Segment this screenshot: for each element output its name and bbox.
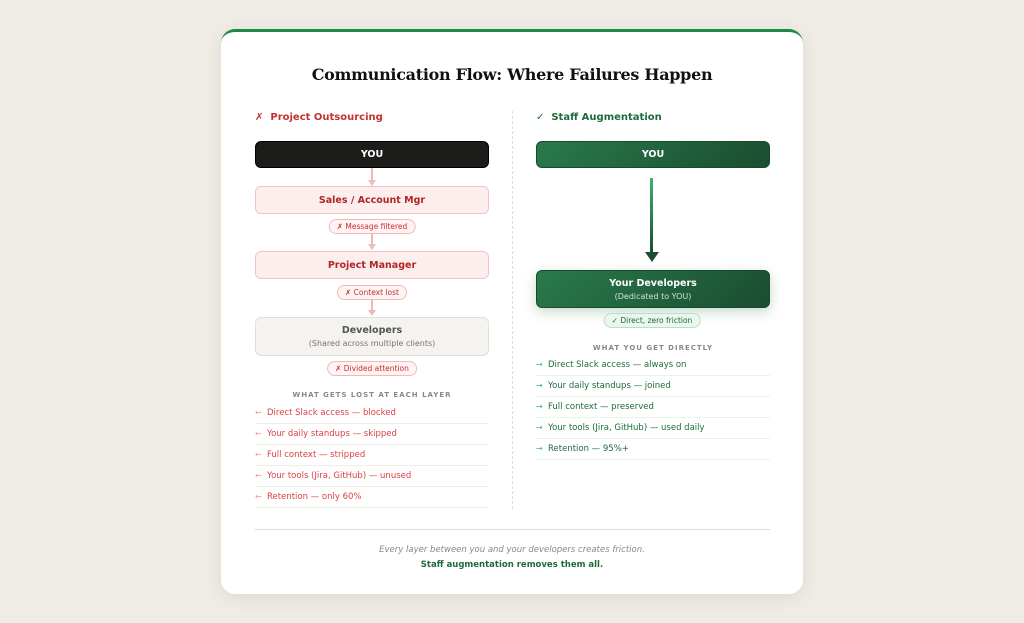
check-icon: ✓ <box>536 112 545 123</box>
developers-label: Developers <box>341 325 403 336</box>
arrow-right-icon: → <box>536 423 543 432</box>
item-text: Direct Slack access — always on <box>548 360 687 370</box>
right-heading: ✓ Staff Augmentation <box>536 112 662 123</box>
connector <box>371 168 373 180</box>
footer-note: Every layer between you and your develop… <box>379 545 645 555</box>
project-manager-node: Project Manager <box>255 251 489 279</box>
x-icon: ✗ <box>255 112 264 123</box>
item-text: Retention — 95%+ <box>548 444 629 454</box>
badge-divided-attention: ✗ Divided attention <box>327 361 417 376</box>
item-text: Full context — stripped <box>267 450 366 460</box>
arrow-right-icon: → <box>536 402 543 411</box>
item-text: Direct Slack access — blocked <box>267 408 396 418</box>
arrow-down-icon <box>368 244 376 250</box>
arrow-left-icon: ← <box>255 429 262 438</box>
developers-sub: (Shared across multiple clients) <box>308 339 436 348</box>
badge-context-lost: ✗ Context lost <box>337 285 407 300</box>
left-heading-label: Project Outsourcing <box>270 112 383 123</box>
arrow-down-icon <box>368 310 376 316</box>
item-text: Your tools (Jira, GitHub) — unused <box>267 471 412 481</box>
arrow-right-icon: → <box>536 360 543 369</box>
item-text: Your daily standups — joined <box>548 381 671 391</box>
you-node-left: YOU <box>255 141 489 168</box>
connector <box>371 234 373 245</box>
lost-list: ← Direct Slack access — blocked ← Your dai… <box>255 403 489 508</box>
arrow-left-icon: ← <box>255 450 262 459</box>
developers-node: Developers (Shared across multiple clien… <box>255 317 489 356</box>
footer-conclusion: Staff augmentation removes them all. <box>420 560 604 570</box>
connector <box>371 300 373 311</box>
list-item: → Your daily standups — joined <box>536 376 770 397</box>
list-item: → Direct Slack access — always on <box>536 355 770 376</box>
list-item: → Full context — preserved <box>536 397 770 418</box>
you-node-right: YOU <box>536 141 770 168</box>
item-text: Your tools (Jira, GitHub) — used daily <box>548 423 705 433</box>
gain-list: → Direct Slack access — always on → Your d… <box>536 355 770 460</box>
page-title: Communication Flow: Where Failures Happe… <box>311 65 713 84</box>
arrow-left-icon: ← <box>255 471 262 480</box>
arrow-down-icon <box>368 180 376 186</box>
sales-node: Sales / Account Mgr <box>255 186 489 214</box>
list-item: → Retention — 95%+ <box>536 439 770 460</box>
list-item: ← Retention — only 60% <box>255 487 489 508</box>
list-item: ← Full context — stripped <box>255 445 489 466</box>
item-text: Your daily standups — skipped <box>267 429 397 439</box>
arrow-right-icon: → <box>536 381 543 390</box>
badge-message-filtered: ✗ Message filtered <box>328 219 416 234</box>
list-item: ← Direct Slack access — blocked <box>255 403 489 424</box>
comparison-card: Communication Flow: Where Failures Happe… <box>221 29 803 594</box>
badge-direct: ✓ Direct, zero friction <box>603 313 701 328</box>
footer-divider <box>255 529 770 530</box>
arrow-left-icon: ← <box>255 408 262 417</box>
list-item: ← Your daily standups — skipped <box>255 424 489 445</box>
direct-connector <box>650 178 653 254</box>
your-developers-node: Your Developers (Dedicated to YOU) <box>536 270 770 308</box>
list-item: ← Your tools (Jira, GitHub) — unused <box>255 466 489 487</box>
your-developers-sub: (Dedicated to YOU) <box>614 291 692 301</box>
arrow-left-icon: ← <box>255 492 262 501</box>
item-text: Retention — only 60% <box>267 492 362 502</box>
your-developers-label: Your Developers <box>609 277 697 289</box>
column-divider <box>512 111 513 509</box>
left-heading: ✗ Project Outsourcing <box>255 112 383 123</box>
arrow-right-icon: → <box>536 444 543 453</box>
arrow-down-icon <box>645 252 659 262</box>
item-text: Full context — preserved <box>548 402 654 412</box>
lost-section-heading: WHAT GETS LOST AT EACH LAYER <box>292 391 452 399</box>
gain-section-heading: WHAT YOU GET DIRECTLY <box>592 344 714 352</box>
list-item: → Your tools (Jira, GitHub) — used daily <box>536 418 770 439</box>
right-heading-label: Staff Augmentation <box>551 112 662 123</box>
